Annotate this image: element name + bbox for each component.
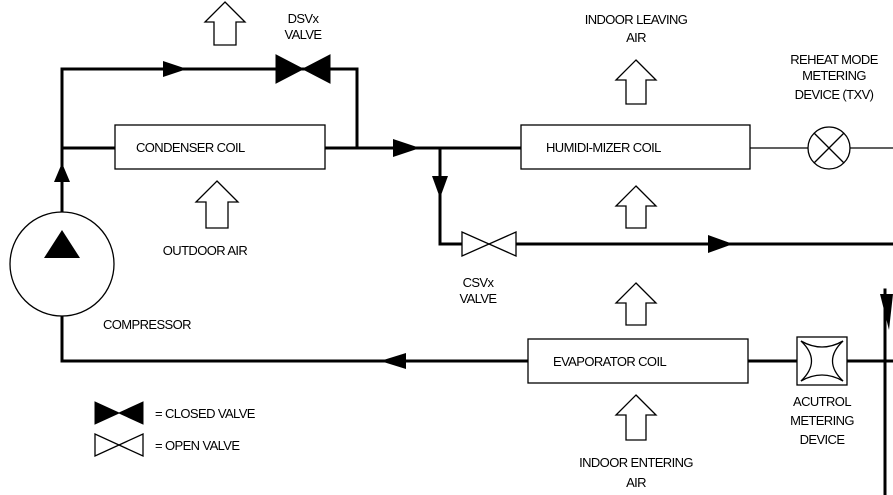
- reheat-metering-label-line1: REHEAT MODE: [790, 52, 878, 67]
- compressor: [9, 211, 115, 317]
- indoor-leaving-air-arrow-up-icon: [614, 59, 658, 105]
- indoor-entering-air-label-line2: AIR: [626, 475, 646, 490]
- compressor-circle: [9, 211, 115, 317]
- air-arrow-up-icon: [203, 1, 247, 46]
- legend-open-valve-icon: [117, 432, 144, 458]
- indoor-entering-air-label-line1: INDOOR ENTERING: [579, 455, 693, 470]
- indoor-entering-air-arrow-up-icon: [614, 394, 658, 441]
- legend-open-valve-label: = OPEN VALVE: [155, 438, 240, 453]
- air-arrow-up-icon: [614, 185, 658, 229]
- compressor-triangle-icon: [44, 230, 80, 258]
- reheat-metering-label-line2: METERING: [802, 68, 866, 83]
- csv-valve-label-line1: CSVx: [463, 275, 495, 290]
- flow-arrow-left-icon: [380, 353, 406, 369]
- legend-closed-valve-icon: [94, 401, 121, 425]
- reheat-metering-label-line3: DEVICE (TXV): [795, 87, 874, 102]
- evaporator-coil-label: EVAPORATOR COIL: [553, 354, 666, 369]
- dsv-bypass-line: [60, 67, 359, 150]
- condenser-coil-box: [114, 124, 326, 170]
- legend-closed-valve-label: = CLOSED VALVE: [155, 406, 256, 421]
- outdoor-air-label: OUTDOOR AIR: [163, 243, 248, 258]
- legend: = CLOSED VALVE = OPEN VALVE: [94, 401, 256, 458]
- dsv-valve-label-line2: VALVE: [285, 27, 323, 42]
- txv-metering-icon: [807, 126, 851, 170]
- csv-valve-label-line2: VALVE: [460, 291, 498, 306]
- evaporator-coil-box: [527, 338, 749, 384]
- flow-arrow-up-icon: [54, 163, 70, 182]
- acutrol-label-line1: ACUTROL: [793, 394, 851, 409]
- outdoor-air-arrow-up-icon: [194, 180, 240, 229]
- acutrol-label-line2: METERING: [790, 413, 854, 428]
- indoor-leaving-air-label-line1: INDOOR LEAVING: [585, 12, 688, 27]
- flow-arrow-right-icon: [163, 61, 187, 77]
- legend-open-valve-icon: [94, 432, 121, 458]
- air-arrow-up-icon: [614, 282, 658, 326]
- dsv-closed-valve-icon: [275, 54, 305, 84]
- legend-closed-valve-icon: [117, 401, 144, 425]
- acutrol-metering-icon: [796, 336, 848, 386]
- compressor-label: COMPRESSOR: [103, 317, 191, 332]
- acutrol-label-line3: DEVICE: [800, 432, 846, 447]
- dsv-valve-label-line1: DSVx: [288, 11, 320, 26]
- flow-arrow-right-icon: [708, 235, 733, 253]
- csv-open-valve-icon: [487, 230, 517, 258]
- piping: [60, 67, 893, 495]
- humidimizer-coil-box: [520, 124, 751, 170]
- flow-arrow-right-icon: [393, 139, 420, 157]
- flow-arrow-down-icon: [880, 294, 893, 330]
- dsv-closed-valve-icon: [301, 54, 331, 84]
- csv-open-valve-icon: [461, 230, 491, 258]
- humidimizer-coil-label: HUMIDI-MIZER COIL: [546, 140, 661, 155]
- suction-line: [60, 298, 530, 363]
- indoor-leaving-air-label-line2: AIR: [626, 30, 646, 45]
- condenser-coil-label: CONDENSER COIL: [136, 140, 245, 155]
- csv-branch-line: [438, 146, 464, 246]
- flow-arrows: [54, 61, 893, 369]
- flow-arrow-down-icon: [432, 176, 448, 198]
